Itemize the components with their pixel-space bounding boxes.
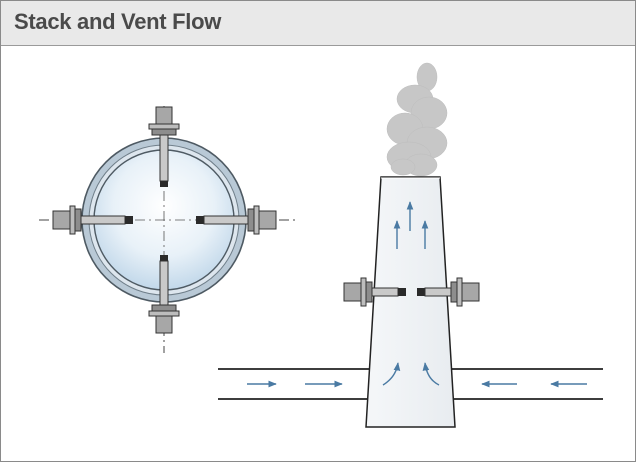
flow-arrows-turning bbox=[382, 362, 440, 386]
stack-sensor-right bbox=[417, 277, 480, 307]
page-title: Stack and Vent Flow bbox=[14, 9, 222, 34]
sensor-top bbox=[148, 106, 180, 187]
cross-section-view bbox=[39, 106, 295, 353]
flow-arrow-icon bbox=[422, 362, 440, 386]
stack-side-view bbox=[218, 62, 603, 428]
sensor-bottom bbox=[148, 255, 180, 334]
sensor-right bbox=[196, 205, 277, 235]
flow-arrows-up bbox=[393, 201, 429, 249]
smoke-icon bbox=[386, 62, 448, 177]
header-bar: Stack and Vent Flow bbox=[1, 1, 635, 46]
sensor-left bbox=[52, 205, 133, 235]
flow-arrow-icon bbox=[382, 362, 401, 386]
stack-sensor-left bbox=[343, 277, 406, 307]
chimney-stack-icon bbox=[365, 176, 456, 428]
